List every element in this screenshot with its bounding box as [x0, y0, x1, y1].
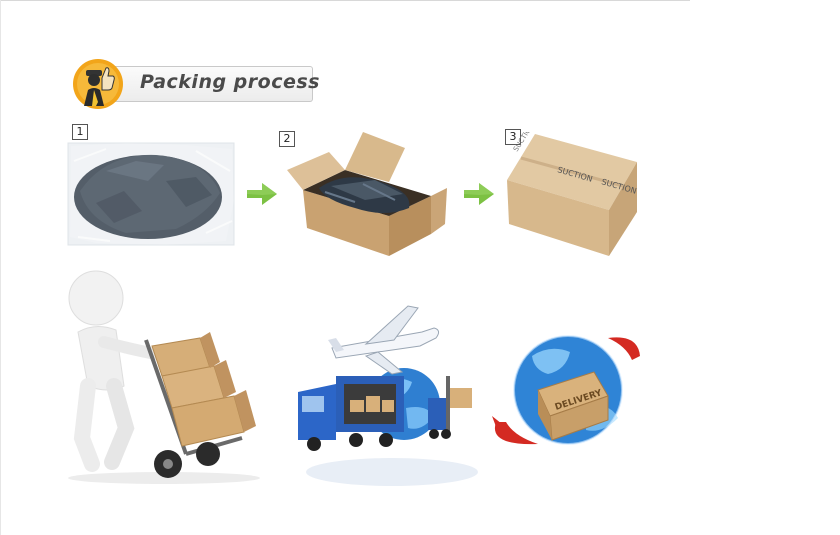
worker-thumbs-up-icon	[73, 59, 123, 109]
sealed-box-image: SUCTION SUCTION SUCTION	[507, 132, 638, 256]
delivery-man-hand-truck-image	[68, 270, 260, 484]
frame-top-border	[0, 0, 690, 1]
packing-process-header: Packing process	[72, 58, 319, 109]
logistics-transport-image	[298, 305, 478, 486]
wrapped-product-image	[67, 142, 235, 246]
arrow-right-icon	[247, 183, 277, 205]
global-delivery-image: DELIVERY	[492, 335, 640, 445]
page-title: Packing process	[140, 71, 320, 93]
frame-left-border	[0, 0, 1, 535]
header-tab	[112, 66, 313, 102]
open-box-image	[287, 132, 447, 256]
step-number-2: 2	[279, 131, 295, 147]
step-number-1: 1	[72, 124, 88, 140]
step-number-3: 3	[505, 129, 521, 145]
arrow-right-icon	[464, 183, 494, 205]
